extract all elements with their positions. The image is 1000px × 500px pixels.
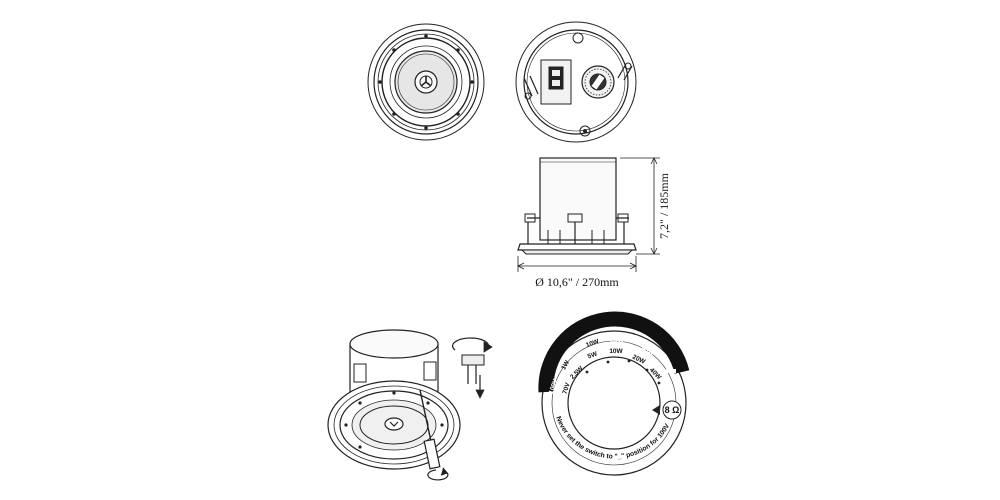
impedance-label: 8 Ω	[665, 405, 680, 415]
tap-dial	[538, 311, 690, 476]
height-dimension	[620, 157, 660, 255]
height-label: 7,2" / 185mm	[657, 172, 671, 239]
clamp-detail	[452, 337, 493, 399]
tap-inner-10w: 10W	[609, 348, 623, 355]
side-view	[517, 157, 637, 255]
front-view	[367, 23, 485, 141]
installation-view	[327, 329, 461, 481]
tap-outer-10w: 10W	[585, 338, 601, 349]
tap-outer-1w: 1W	[560, 359, 571, 372]
tap-100v-label: 100V	[548, 378, 560, 395]
tap-70v-label: 70V	[561, 381, 571, 395]
tap-outer-20w: 20W	[610, 337, 624, 344]
diameter-dimension	[517, 256, 637, 272]
tap-inner-5w: 5W	[587, 350, 599, 360]
rear-view	[515, 21, 637, 143]
diameter-label: Ø 10,6" / 270mm	[535, 275, 619, 289]
